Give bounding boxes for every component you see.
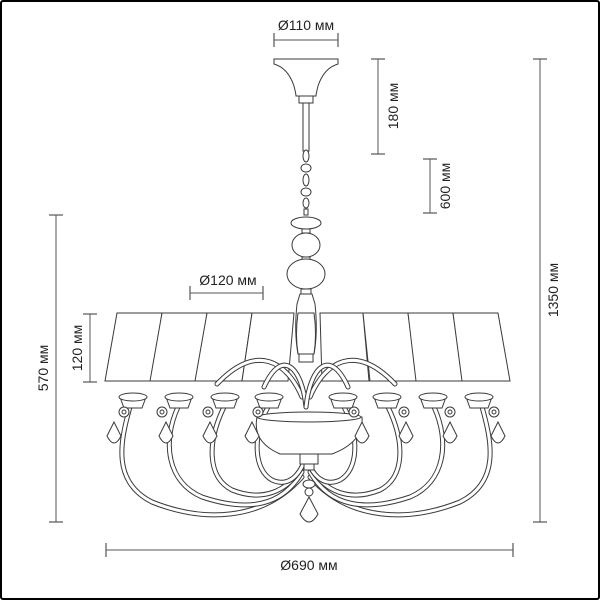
chain <box>300 149 312 209</box>
body-height-label: 570 мм <box>35 345 51 392</box>
central-bowl <box>255 416 363 455</box>
canopy-collar <box>298 95 314 104</box>
crystal-drops <box>106 420 506 523</box>
total-height-label: 1350 мм <box>545 263 561 317</box>
ceiling-canopy <box>273 58 339 97</box>
chain-length-label: 600 мм <box>437 163 453 210</box>
lamp-shades <box>104 312 511 382</box>
dimension-lines <box>49 33 547 557</box>
canopy-diameter-label: Ø110 мм <box>278 17 334 33</box>
crystal-rosettes <box>118 406 500 497</box>
shade-height-label: 120 мм <box>69 325 85 372</box>
canopy-height-label: 180 мм <box>385 83 401 130</box>
suspension-rod <box>302 102 310 152</box>
shade-diameter-label: Ø120 мм <box>199 272 256 288</box>
overall-diameter-label: Ø690 мм <box>280 557 337 573</box>
lamp-shade <box>452 312 511 382</box>
candle-cups <box>118 392 494 409</box>
chandelier <box>104 58 511 523</box>
